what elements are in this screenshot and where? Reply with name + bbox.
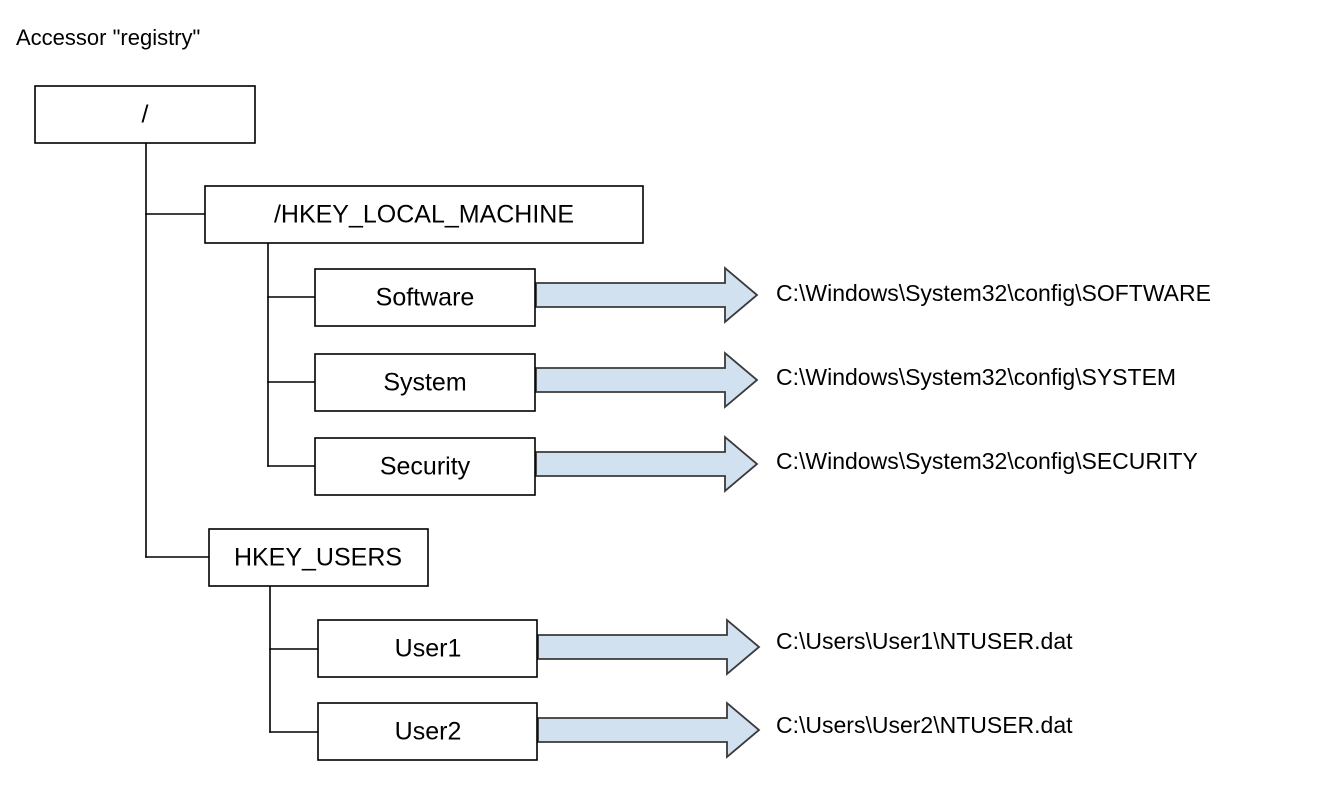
node-root[interactable]: / <box>34 85 256 144</box>
node-hkey-users-box[interactable] <box>208 528 429 587</box>
mapping-label-security: C:\Windows\System32\config\SECURITY <box>776 448 1198 474</box>
node-system-box[interactable] <box>314 353 536 412</box>
node-root-box[interactable] <box>34 85 256 144</box>
node-user1-label: User1 <box>395 635 462 663</box>
node-hkey-local-machine-box[interactable] <box>204 185 644 244</box>
node-hkey-users[interactable]: HKEY_USERS <box>208 528 429 587</box>
node-user1-box[interactable] <box>317 619 538 678</box>
mapping-label-user1: C:\Users\User1\NTUSER.dat <box>776 628 1073 654</box>
mapping-arrow-system <box>535 351 759 409</box>
node-user1[interactable]: User1 <box>317 619 538 678</box>
mapping-arrow-user2 <box>537 701 761 759</box>
node-user2[interactable]: User2 <box>317 702 538 761</box>
node-root-label: / <box>142 101 149 129</box>
node-security[interactable]: Security <box>314 437 536 496</box>
mapping-arrow-user1 <box>537 618 761 676</box>
diagram-caption: Accessor "registry" <box>16 25 200 50</box>
node-hkey-local-machine[interactable]: /HKEY_LOCAL_MACHINE <box>204 185 644 244</box>
mapping-arrow-software <box>535 266 759 324</box>
node-hkey-local-machine-label: /HKEY_LOCAL_MACHINE <box>274 201 574 229</box>
mapping-label-system: C:\Windows\System32\config\SYSTEM <box>776 364 1176 390</box>
node-software-box[interactable] <box>314 268 536 327</box>
node-system[interactable]: System <box>314 353 536 412</box>
node-hkey-users-label: HKEY_USERS <box>234 544 402 572</box>
mapping-arrow-security <box>535 435 759 493</box>
node-security-box[interactable] <box>314 437 536 496</box>
node-software[interactable]: Software <box>314 268 536 327</box>
mapping-label-user2: C:\Users\User2\NTUSER.dat <box>776 712 1073 738</box>
mapping-label-software: C:\Windows\System32\config\SOFTWARE <box>776 280 1211 306</box>
node-software-label: Software <box>376 284 475 312</box>
node-user2-box[interactable] <box>317 702 538 761</box>
node-system-label: System <box>383 369 466 397</box>
node-user2-label: User2 <box>395 718 462 746</box>
node-security-label: Security <box>380 453 471 481</box>
